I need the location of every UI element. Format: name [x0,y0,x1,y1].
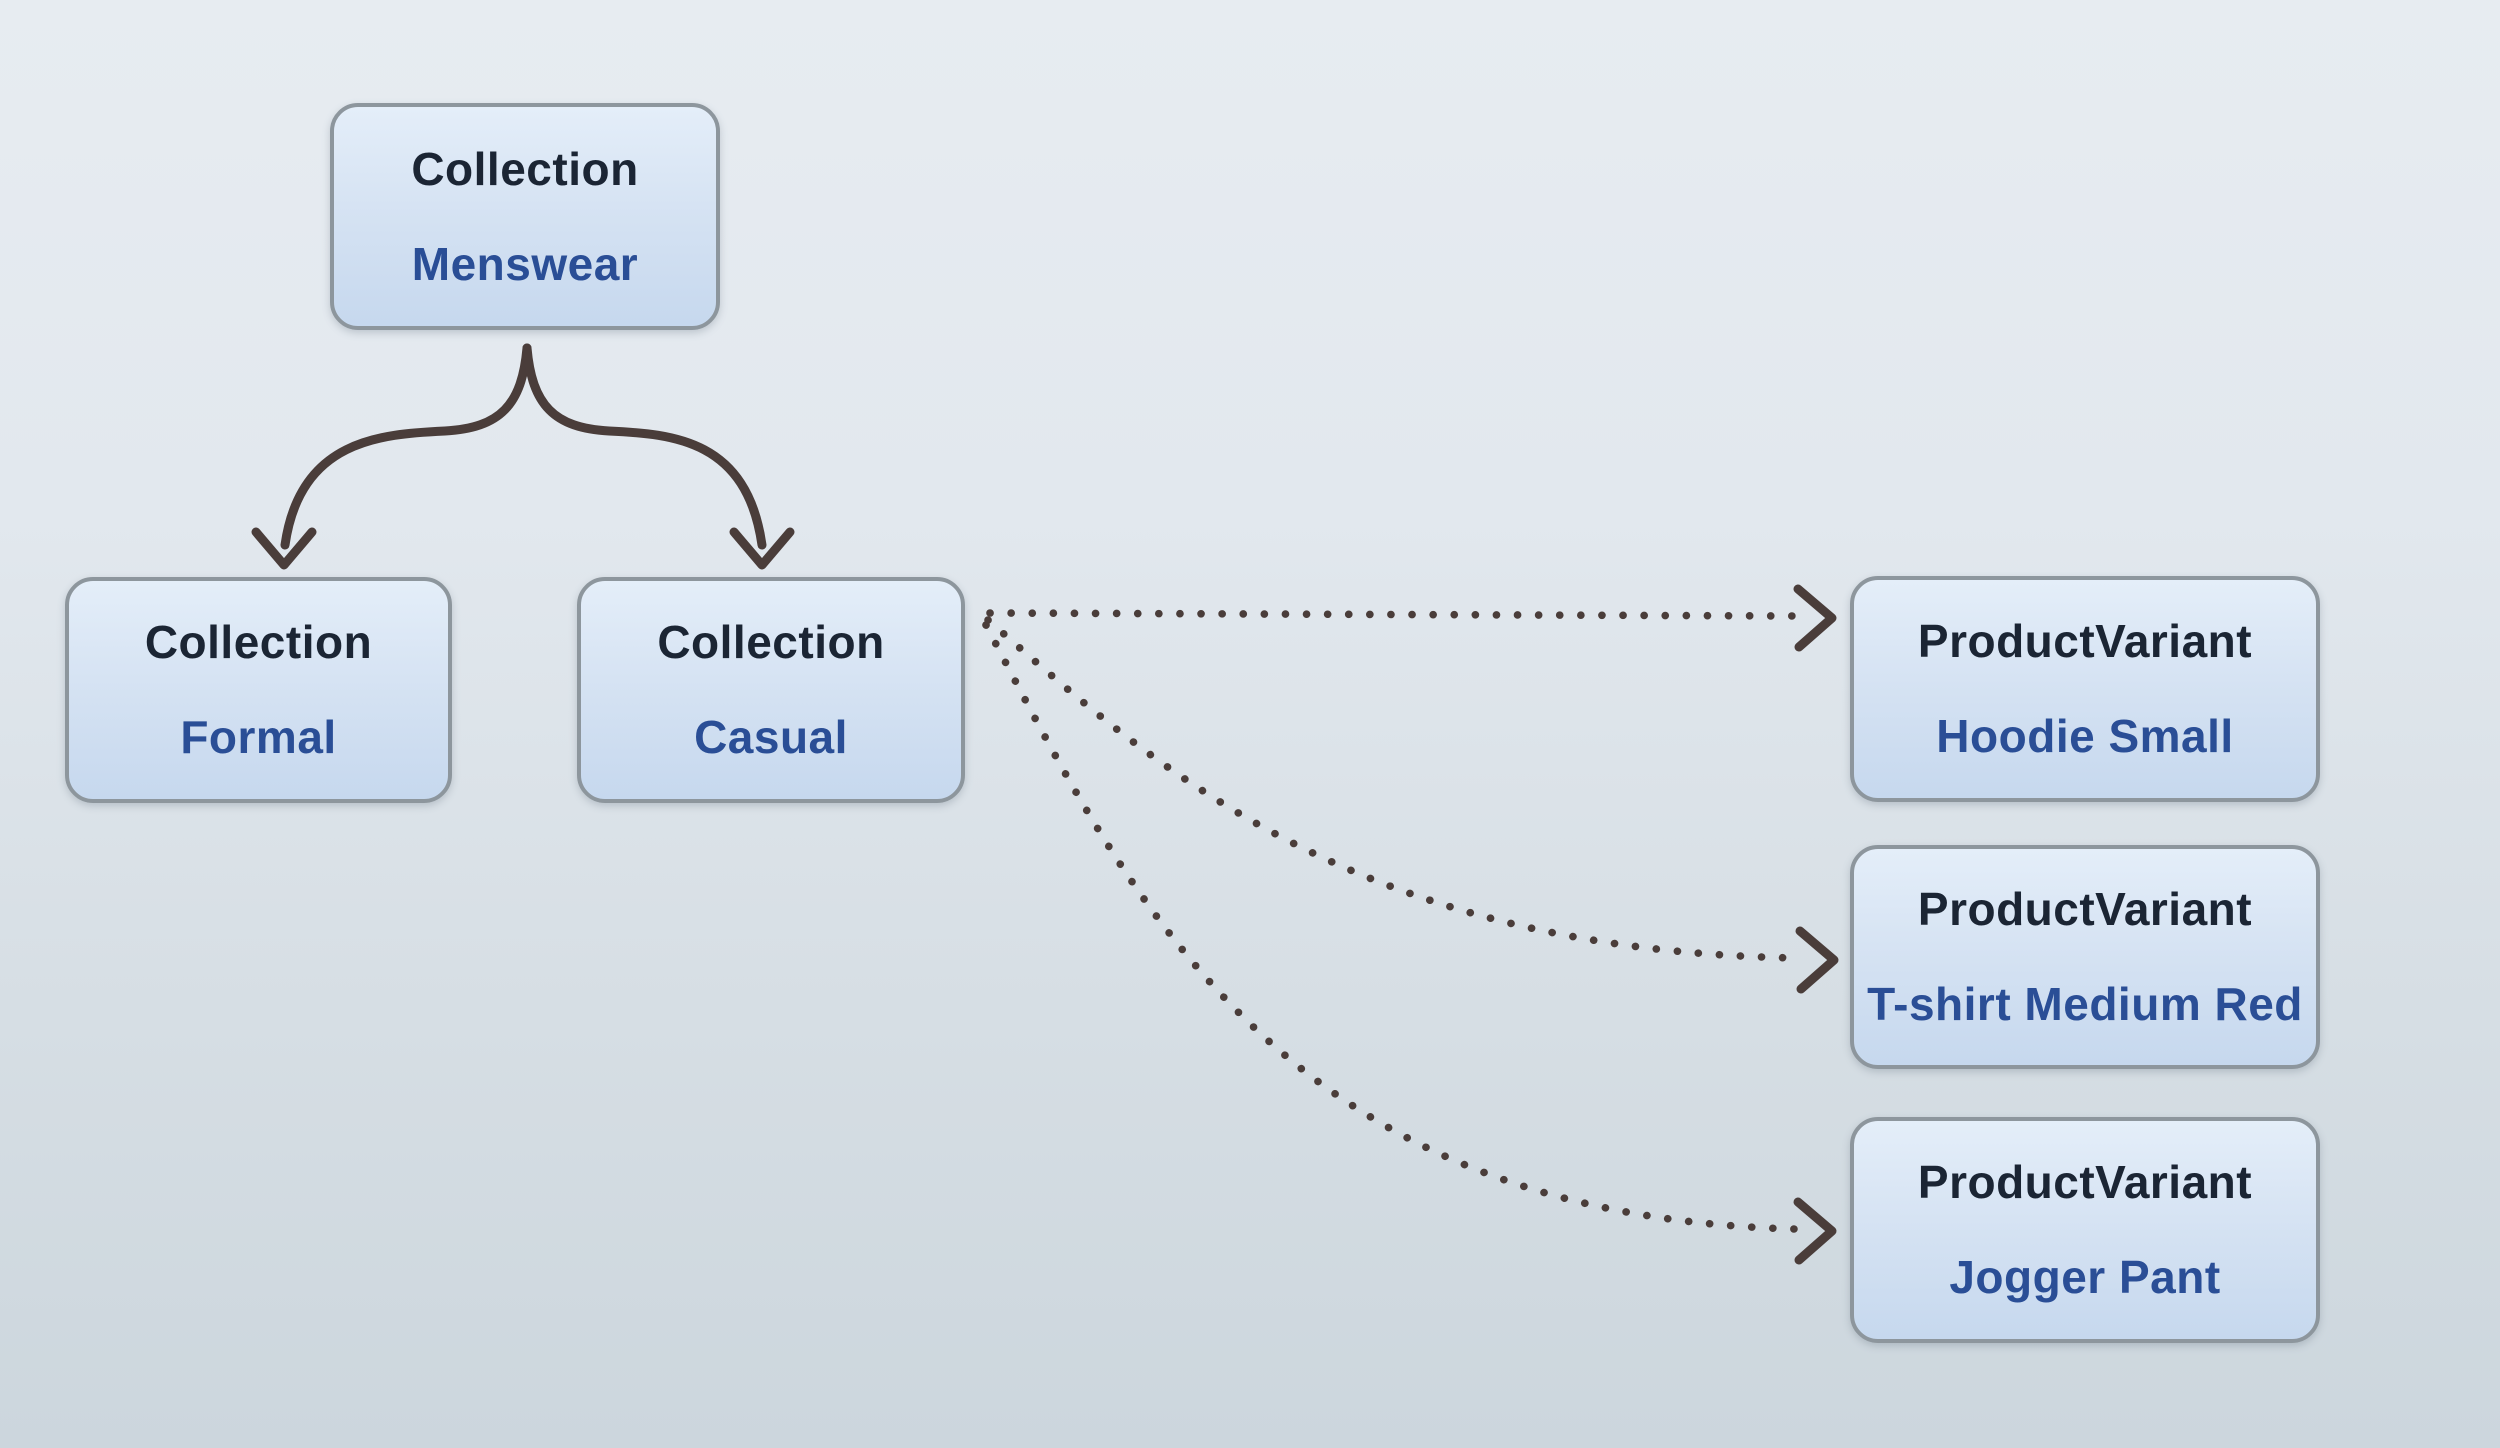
arrowhead-casual [729,527,795,570]
node-name-label: Hoodie Small [1936,710,2234,762]
edge-casual-hoodie-small [986,609,1799,620]
node-name-label: Menswear [411,237,639,290]
node-type-label: Collection [657,616,885,669]
arrowhead-hoodie-small [1793,584,1837,652]
arrowhead-formal [251,527,317,570]
node-collection-menswear: Collection Menswear [330,103,720,330]
node-collection-formal: Collection Formal [65,577,452,803]
edge-casual-jogger-pant [982,621,1798,1233]
node-type-label: Collection [411,142,639,195]
edge-menswear-casual [522,343,767,550]
arrowhead-jogger-pant [1793,1197,1837,1265]
node-name-label: Formal [180,711,337,763]
node-type-label: Collection [144,616,373,669]
edge-casual-tshirt-medium-red [984,616,1800,962]
node-productvariant-jogger-pant: ProductVariant Jogger Pant [1850,1117,2320,1343]
node-productvariant-tshirt-medium-red: ProductVariant T-shirt Medium Red [1850,845,2320,1069]
node-name-label: T-shirt Medium Red [1867,978,2303,1030]
node-productvariant-hoodie-small: ProductVariant Hoodie Small [1850,576,2320,802]
node-type-label: ProductVariant [1917,883,2253,936]
node-type-label: ProductVariant [1917,615,2253,668]
node-name-label: Casual [694,711,848,763]
node-type-label: ProductVariant [1917,1156,2253,1209]
arrowhead-tshirt-medium-red [1795,926,1839,994]
node-collection-casual: Collection Casual [577,577,965,803]
edge-menswear-formal [280,343,532,550]
node-name-label: Jogger Pant [1949,1251,2221,1303]
